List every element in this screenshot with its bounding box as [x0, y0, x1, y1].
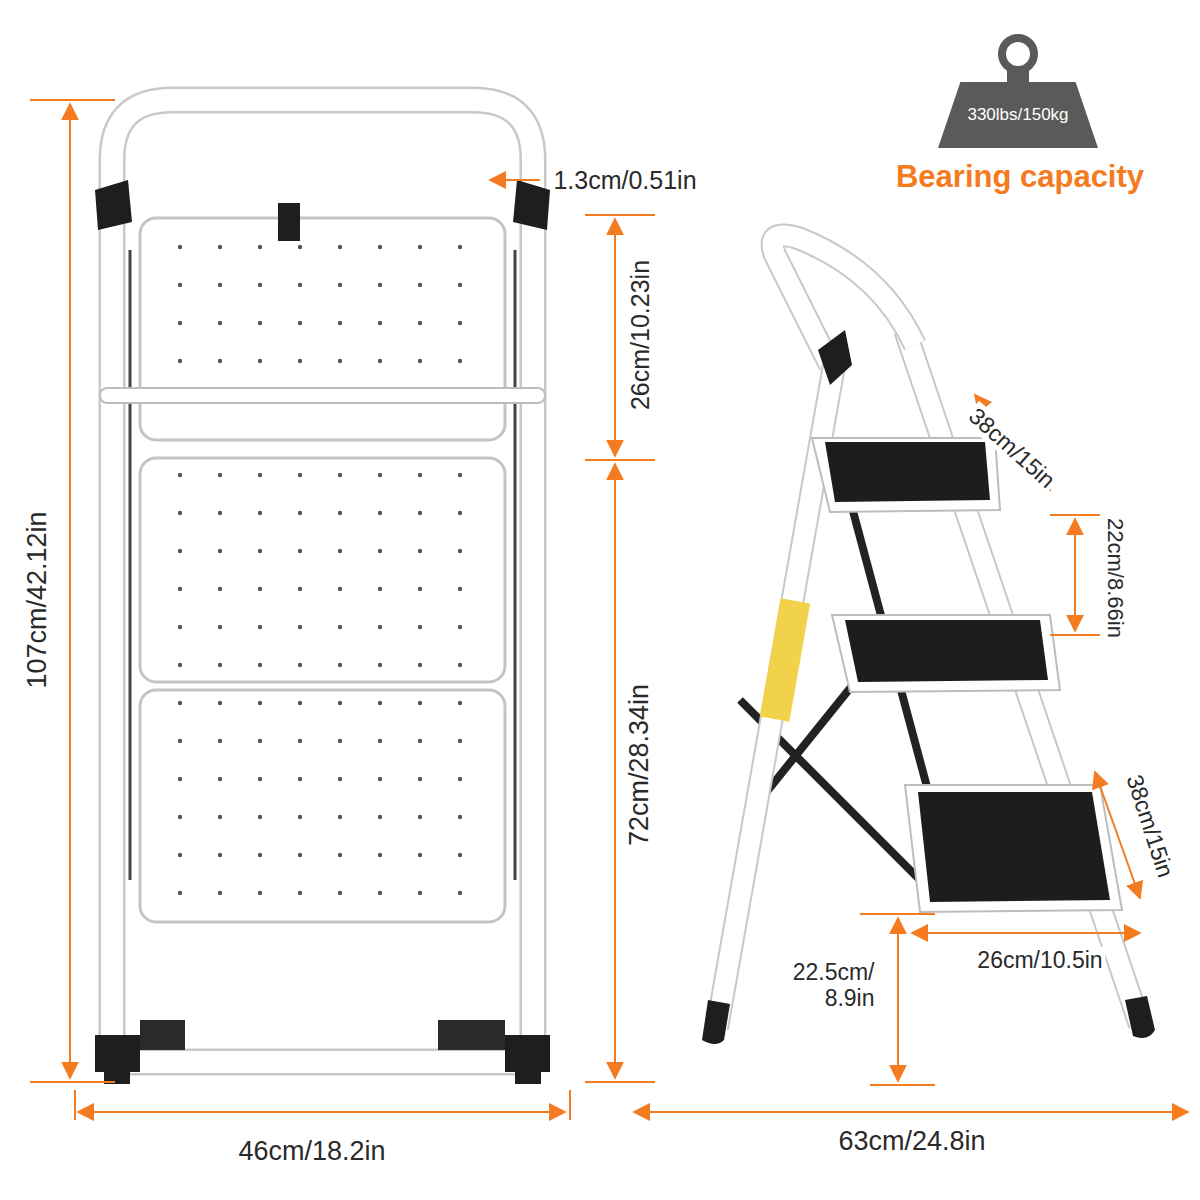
dimension-label: 26cm/10.5in	[974, 947, 1105, 973]
weight-ring	[993, 32, 1043, 84]
front-view	[95, 100, 550, 1084]
weight-badge: 330lbs/150kg	[938, 82, 1098, 148]
side-dimensions	[634, 395, 1188, 1112]
dimension-label: 26cm/10.23in	[626, 257, 655, 413]
dimension-label: 46cm/18.2in	[235, 1136, 388, 1167]
caption-heading: Bearing capacity	[893, 159, 1147, 195]
weight-text: 330lbs/150kg	[967, 105, 1068, 125]
side-view	[702, 235, 1155, 1044]
dimension-label: 22cm/8.66in	[1102, 515, 1127, 641]
front-dimensions	[30, 100, 655, 1120]
dimension-label: 72cm/28.34in	[624, 681, 655, 849]
dimension-label: 107cm/42.12in	[22, 508, 53, 691]
dimension-label: 22.5cm/ 8.9in	[767, 959, 878, 1012]
dimension-label: 63cm/24.8in	[835, 1126, 988, 1157]
dimension-label: 1.3cm/0.51in	[550, 166, 699, 195]
